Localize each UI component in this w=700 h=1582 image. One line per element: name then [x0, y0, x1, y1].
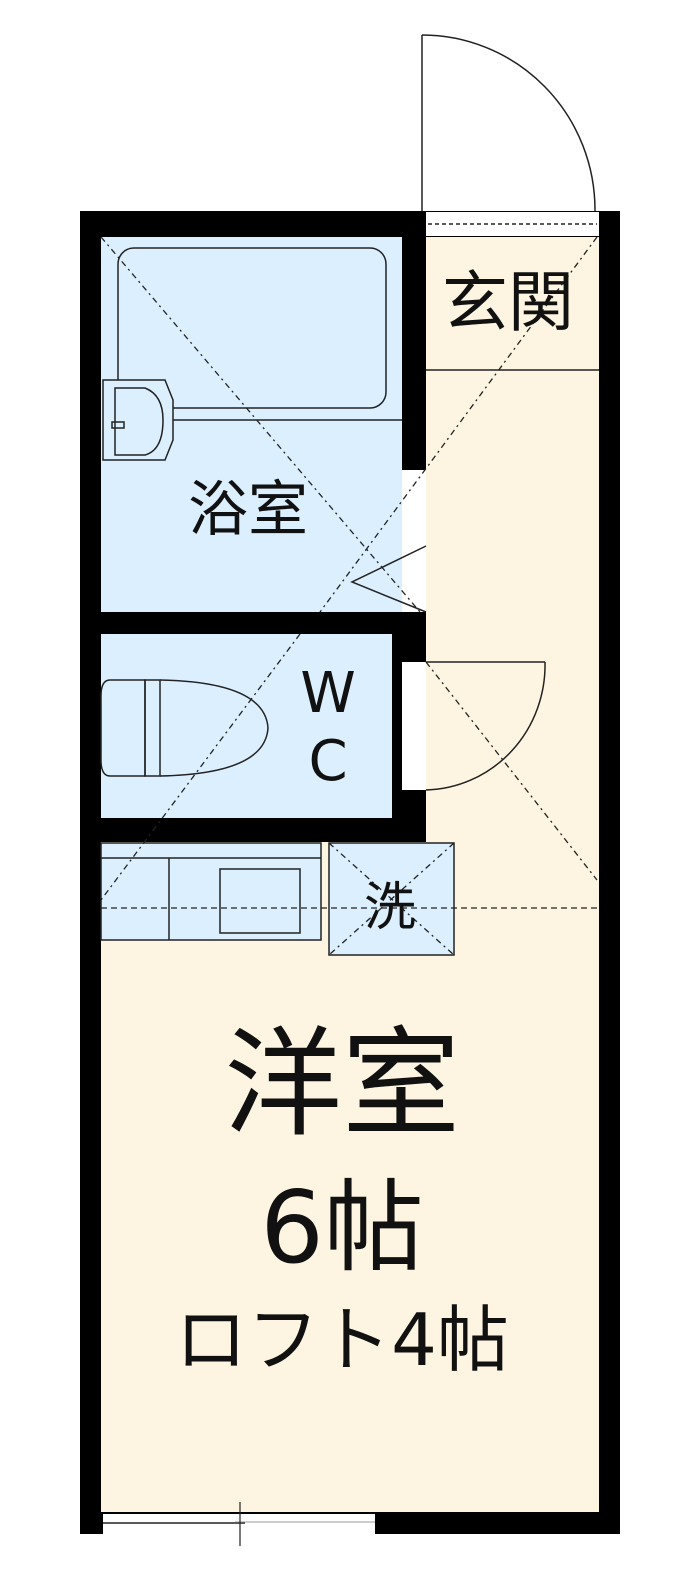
corridor-floor [426, 237, 599, 847]
wc-label-w: W [300, 661, 355, 726]
bathroom-door-opening [402, 470, 426, 612]
wc-label-c: C [308, 729, 347, 794]
western-room-size: 6帖 [260, 1169, 424, 1286]
kitchen-sink [219, 868, 301, 934]
western-room-label: 洋室 [224, 1015, 460, 1153]
laundry-label: 洗 [364, 878, 416, 938]
toilet [100, 679, 269, 777]
window [103, 1502, 375, 1546]
entrance-door [421, 34, 596, 212]
loft-label: ロフト4帖 [175, 1298, 509, 1382]
kitchen-counter [100, 842, 322, 941]
wc-door-opening [402, 662, 426, 790]
wc-door [425, 661, 546, 791]
washbasin [102, 379, 174, 461]
bathroom-folding-door [350, 545, 427, 613]
entrance-label: 玄関 [442, 264, 574, 341]
bathroom-label: 浴室 [188, 475, 308, 545]
bathtub [117, 247, 387, 409]
wc-floor [101, 634, 392, 818]
